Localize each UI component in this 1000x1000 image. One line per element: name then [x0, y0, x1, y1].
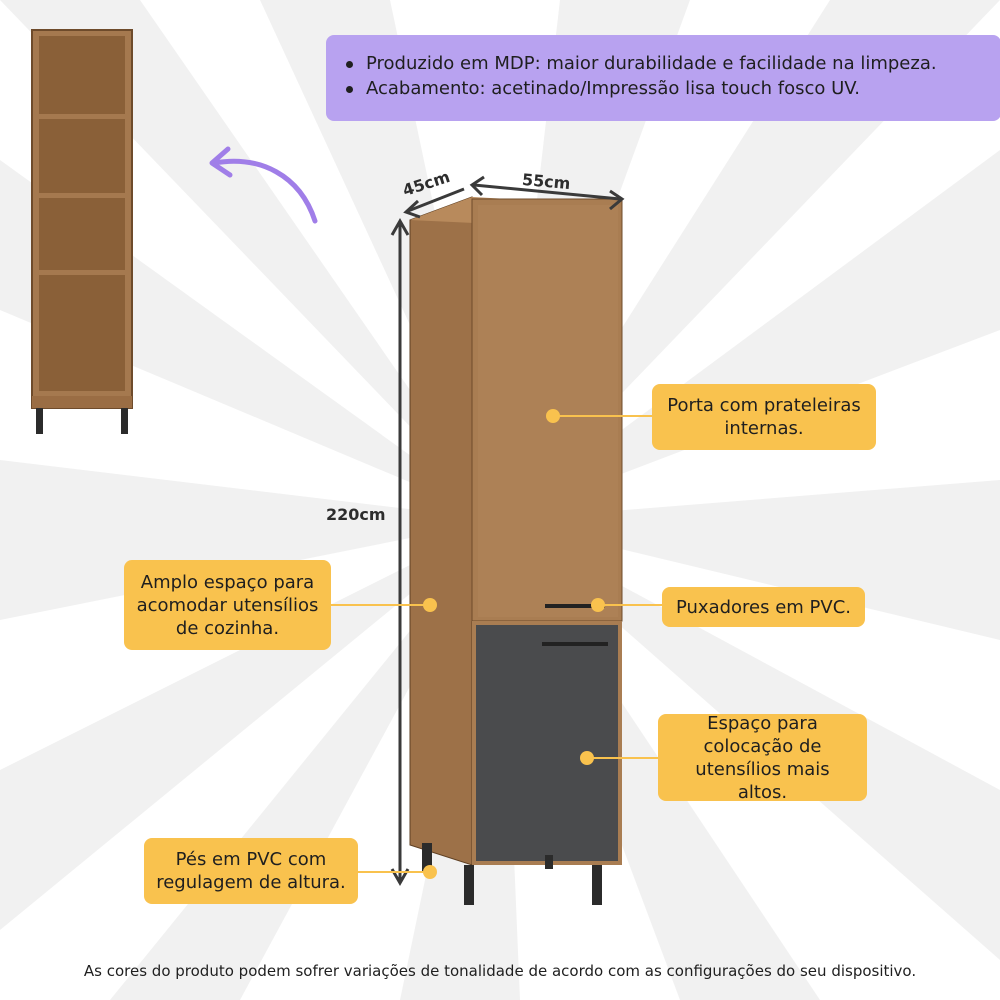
- feature-item: Produzido em MDP: maior durabilidade e f…: [344, 51, 1000, 76]
- tall-cabinet-illustration: [390, 175, 625, 905]
- feature-item: Acabamento: acetinado/Impressão lisa tou…: [344, 76, 1000, 101]
- callout-feet-text: Pés em PVC com regulagem de altura.: [156, 849, 346, 893]
- callout-handles-text: Puxadores em PVC.: [675, 596, 852, 618]
- callout-door-shelves: Porta com prateleiras internas.: [652, 384, 876, 450]
- callout-tall-space-text: Espaço para colocação de utensílios mais…: [695, 712, 830, 803]
- callout-handles: Puxadores em PVC.: [662, 587, 865, 627]
- open-shelf-view: [31, 29, 133, 434]
- curved-arrow-icon: [209, 146, 318, 224]
- width-label: 55cm: [521, 169, 572, 194]
- callout-feet: Pés em PVC com regulagem de altura.: [144, 838, 358, 904]
- height-label: 220cm: [326, 505, 386, 524]
- feature-box: Produzido em MDP: maior durabilidade e f…: [326, 35, 1000, 121]
- disclaimer-text: As cores do produto podem sofrer variaçõ…: [83, 962, 917, 980]
- callout-wide-space: Amplo espaço para acomodar utensílios de…: [124, 560, 331, 650]
- callout-wide-space-text: Amplo espaço para acomodar utensílios de…: [136, 571, 319, 639]
- callout-door-shelves-text: Porta com prateleiras internas.: [667, 395, 861, 439]
- callout-tall-space: Espaço para colocação de utensílios mais…: [658, 712, 867, 803]
